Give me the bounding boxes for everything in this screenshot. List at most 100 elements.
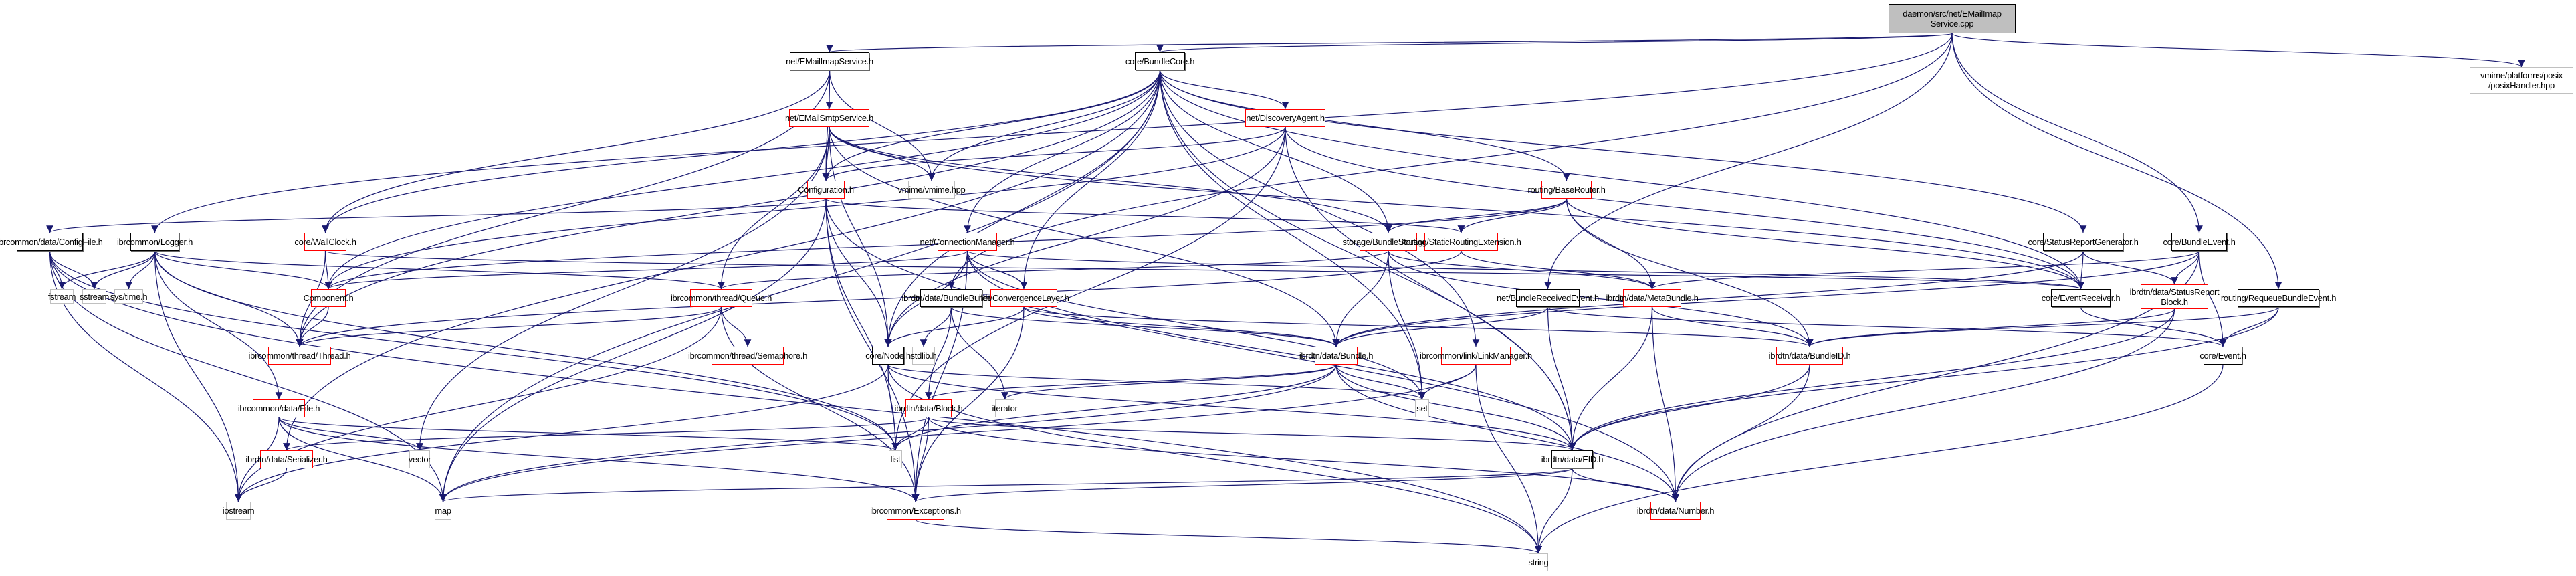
edge-discovery-to-eventreceiver: [1285, 126, 2084, 290]
edge-convlayer-to-exceptions: [911, 306, 1025, 502]
node-statusblock[interactable]: ibrdtn/data/StatusReport Block.h: [2130, 284, 2220, 309]
edge-root-to-posixhandler: [1951, 33, 2525, 68]
node-list[interactable]: list: [889, 450, 902, 468]
edge-block-to-serializer: [283, 417, 930, 451]
edge-bundlecore-to-convlayer: [1020, 70, 1161, 290]
node-thread[interactable]: ibrcommon/thread/Thread.h: [249, 347, 351, 365]
node-map[interactable]: map: [435, 502, 451, 520]
edge-baserouter-to-bundlestorage: [1384, 198, 1568, 233]
node-file[interactable]: ibrcommon/data/File.h: [238, 399, 320, 417]
node-number[interactable]: ibrdtn/data/Number.h: [1637, 502, 1715, 520]
node-bundleid[interactable]: ibrdtn/data/BundleID.h: [1769, 347, 1851, 365]
edge-smtpsvc-to-vector: [416, 126, 830, 451]
edge-bundle-to-set: [1335, 364, 1426, 400]
edge-bundlebuilder-to-block: [925, 306, 952, 400]
node-baserouter[interactable]: routing/BaseRouter.h: [1527, 181, 1606, 199]
node-exceptions[interactable]: ibrcommon/Exceptions.h: [870, 502, 961, 520]
edge-recvevent-to-event: [1547, 306, 2227, 347]
node-component[interactable]: Component.h: [304, 289, 354, 307]
node-discovery[interactable]: net/DiscoveryAgent.h: [1245, 109, 1325, 127]
node-bundlestorage[interactable]: storage/BundleStorage.h: [1343, 233, 1434, 251]
edge-bundleid-to-number: [1672, 364, 1810, 502]
node-stdlib[interactable]: stdlib.h: [911, 347, 937, 365]
edge-file-to-list: [278, 417, 899, 451]
edge-bundlebuilder-to-stdlib: [920, 306, 952, 347]
node-imapsvc[interactable]: net/EMailImapService.h: [786, 52, 873, 70]
edge-configuration-to-node: [825, 198, 892, 347]
node-systime[interactable]: sys/time.h: [110, 289, 148, 304]
edge-logger-to-component: [154, 250, 332, 290]
edge-metabundle-to-eid: [1568, 306, 1653, 451]
edge-statusblock-to-eid: [1568, 308, 2175, 451]
node-string[interactable]: string: [1529, 553, 1549, 571]
edge-bundlebuilder-to-iterator: [950, 306, 1008, 400]
node-iterator[interactable]: iterator: [992, 399, 1018, 417]
edge-wallclock-to-component: [324, 250, 332, 290]
node-configfile[interactable]: ibrcommon/data/ConfigFile.h: [0, 233, 103, 251]
node-node[interactable]: core/Node.h: [865, 347, 911, 365]
edge-queue-to-exceptions: [720, 306, 920, 502]
node-posixhandler[interactable]: vmime/platforms/posix /posixHandler.hpp: [2470, 67, 2573, 94]
node-fstream[interactable]: fstream: [48, 289, 76, 304]
node-sstream[interactable]: sstream: [80, 289, 109, 304]
node-staticrouting[interactable]: routing/StaticRoutingExtension.h: [1402, 233, 1521, 251]
edge-configuration-to-exceptions: [825, 198, 920, 502]
node-bundleevent[interactable]: core/BundleEvent.h: [2163, 233, 2236, 251]
edge-root-to-recvevent: [1544, 33, 1953, 290]
node-wallclock[interactable]: core/WallClock.h: [294, 233, 356, 251]
edge-logger-to-file: [154, 250, 283, 400]
edge-staticrouting-to-thread: [296, 250, 1462, 347]
edge-configuration-to-number: [825, 198, 1679, 502]
node-event[interactable]: core/Event.h: [2199, 347, 2246, 365]
edge-imapsvc-to-wallclock: [322, 70, 831, 233]
node-smtpsvc[interactable]: net/EMailSmtpService.h: [785, 109, 873, 127]
node-recvevent[interactable]: net/BundleReceivedEvent.h: [1497, 289, 1599, 307]
edge-recvevent-to-eid: [1547, 306, 1576, 451]
edge-queue-to-thread: [296, 306, 722, 347]
node-configuration[interactable]: Configuration.h: [798, 181, 854, 199]
node-metabundle[interactable]: ibrdtn/data/MetaBundle.h: [1606, 289, 1699, 307]
node-eventreceiver[interactable]: core/EventReceiver.h: [2042, 289, 2121, 307]
node-statusgen[interactable]: core/StatusReportGenerator.h: [2028, 233, 2139, 251]
node-serializer[interactable]: ibrdtn/data/Serializer.h: [245, 450, 328, 468]
edge-discovery-to-node: [884, 126, 1286, 347]
node-set[interactable]: set: [1415, 399, 1429, 417]
node-linkmgr[interactable]: ibrcommon/link/LinkManager.h: [1420, 347, 1532, 365]
node-eid[interactable]: ibrdtn/data/EID.h: [1541, 450, 1604, 468]
edge-statusgen-to-bundle: [1332, 250, 2084, 347]
node-bundlecore[interactable]: core/BundleCore.h: [1125, 52, 1194, 70]
edge-requeue-to-bundleid: [1806, 306, 2279, 347]
node-iostream[interactable]: iostream: [223, 502, 255, 520]
edge-root-to-logger: [151, 33, 1953, 233]
edge-exceptions-to-string: [915, 519, 1542, 554]
edge-bundleevent-to-bundle: [1332, 250, 2200, 347]
edge-configfile-to-iostream: [49, 250, 242, 502]
edge-eid-to-exceptions: [912, 468, 1573, 502]
edge-wallclock-to-eventreceiver: [324, 250, 2084, 290]
edge-configuration-to-list: [825, 198, 899, 451]
node-bundlebuilder[interactable]: ibrdtn/data/BundleBuilder.h: [902, 289, 1001, 307]
edge-bundlecore-to-component: [324, 70, 1161, 290]
edge-bundlecore-to-set: [1159, 70, 1426, 400]
node-convlayer[interactable]: net/ConvergenceLayer.h: [978, 289, 1069, 307]
edge-statusblock-to-number: [1672, 308, 2175, 502]
edge-bundle-to-number: [1335, 364, 1679, 502]
node-queue[interactable]: ibrcommon/thread/Queue.h: [671, 289, 772, 307]
edge-bundlestorage-to-metabundle: [1388, 250, 1656, 290]
node-vmime[interactable]: vmime/vmime.hpp: [898, 181, 966, 199]
edge-requeue-to-event: [2219, 306, 2279, 347]
edge-bundlecore-to-serializer: [283, 70, 1161, 451]
edge-node-to-eid: [887, 364, 1576, 451]
edge-root-to-bundlebuilder: [948, 33, 1953, 290]
edge-root-to-bundleevent: [1951, 33, 2203, 233]
edge-configuration-to-staticrouting: [825, 198, 1465, 233]
node-semaphore[interactable]: ibrcommon/thread/Semaphore.h: [688, 347, 807, 365]
edge-configfile-to-sstream: [49, 250, 98, 290]
node-requeue[interactable]: routing/RequeueBundleEvent.h: [2221, 289, 2336, 307]
node-bundle[interactable]: ibrdtn/data/Bundle.h: [1299, 347, 1373, 365]
node-root[interactable]: daemon/src/net/EMailImap Service.cpp: [1889, 4, 2016, 33]
node-connmgr[interactable]: net/ConnectionManager.h: [920, 233, 1015, 251]
node-logger[interactable]: ibrcommon/Logger.h: [117, 233, 193, 251]
node-block[interactable]: ibrdtn/data/Block.h: [895, 399, 963, 417]
node-vector[interactable]: vector: [409, 450, 431, 468]
